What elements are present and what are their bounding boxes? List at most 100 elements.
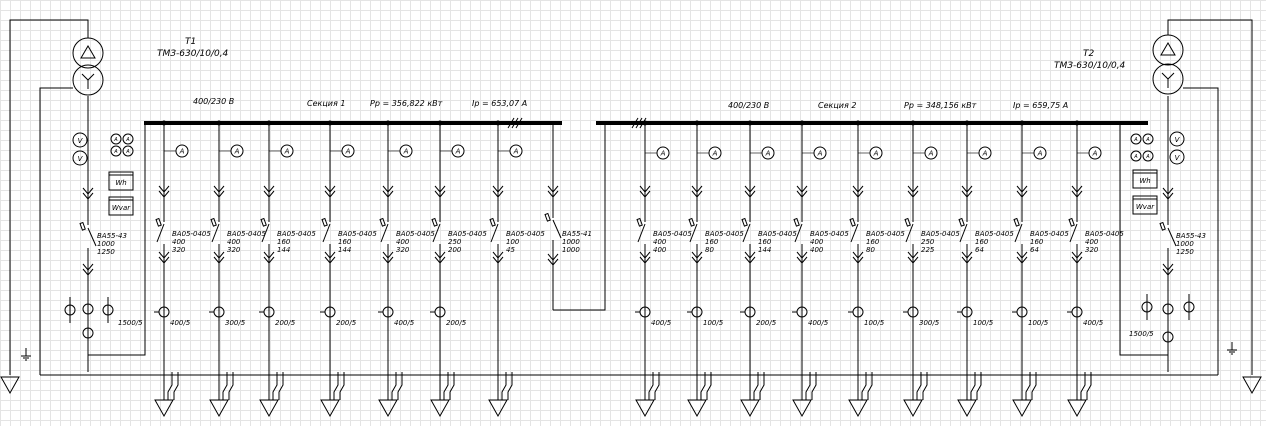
input-1: ВА55-43 1000 1250 1500/5 [64, 96, 146, 372]
breaker-label: 160 [975, 238, 989, 246]
ct-ratio: 100/5 [864, 319, 885, 327]
sectional-breaker-type: ВА55-41 [562, 230, 592, 238]
breaker-label: 400 [227, 238, 241, 246]
input-2-breaker-rating: 1000 [1176, 240, 1194, 248]
input-2-breaker-setting: 1250 [1176, 248, 1194, 256]
ammeter-label: A [1092, 150, 1098, 158]
svg-text:V: V [78, 137, 84, 145]
ct-ratio: 200/5 [336, 319, 357, 327]
breaker-label: ВА05-0405 [758, 230, 797, 238]
breaker-label: 100 [506, 238, 520, 246]
ammeter-label: A [234, 148, 240, 156]
ct-ratio: 100/5 [703, 319, 724, 327]
breaker-label: 160 [705, 238, 719, 246]
breaker-label: 144 [277, 246, 290, 254]
breaker-label: 64 [975, 246, 984, 254]
ground-symbol-left [0, 376, 20, 394]
ammeter-label: A [765, 150, 771, 158]
input-2: ВА55-43 1000 1250 1500/5 [1119, 96, 1206, 372]
input-1-breaker-type: ВА55-43 [97, 232, 127, 240]
section-1-name: Секция 1 [307, 99, 345, 108]
ammeter-label: A [179, 148, 185, 156]
section-2-header: 400/230 В Секция 2 Рр = 348,156 кВт Iр =… [728, 101, 1068, 110]
section-1-current: Iр = 653,07 А [472, 99, 527, 108]
breaker-label: 400 [1085, 238, 1099, 246]
ground-right [1226, 341, 1238, 355]
metering-panel-right: V V A A A A Wh Wvar [1130, 131, 1185, 215]
svg-text:A: A [125, 149, 130, 155]
breaker-label: ВА05-0405 [396, 230, 435, 238]
svg-text:A: A [1133, 137, 1138, 143]
section-1-header: 400/230 В Секция 1 Рр = 356,822 кВт Iр =… [193, 97, 527, 108]
breaker-label: 250 [448, 238, 462, 246]
svg-text:A: A [113, 137, 118, 143]
breaker-label: 400 [653, 246, 667, 254]
breaker-label: ВА05-0405 [448, 230, 487, 238]
breaker-label: 160 [338, 238, 352, 246]
input-1-breaker-setting: 1250 [97, 248, 115, 256]
breaker-label: ВА05-0405 [1030, 230, 1069, 238]
ammeter-label: A [660, 150, 666, 158]
breaker-label: 250 [921, 238, 935, 246]
breaker-label: 400 [172, 238, 186, 246]
svg-text:V: V [78, 155, 84, 163]
t1-model: ТМЗ-630/10/0,4 [157, 49, 229, 59]
breaker-label: ВА05-0405 [653, 230, 692, 238]
ct-ratio: 400/5 [170, 319, 191, 327]
breaker-label: ВА05-0405 [810, 230, 849, 238]
section-2-voltage: 400/230 В [728, 101, 769, 110]
svg-text:A: A [125, 137, 130, 143]
ammeter-label: A [513, 148, 519, 156]
breaker-label: 160 [1030, 238, 1044, 246]
breaker-label: 80 [866, 246, 875, 254]
breaker-label: 400 [653, 238, 667, 246]
breaker-label: ВА05-0405 [227, 230, 266, 238]
svg-text:Wh: Wh [1139, 177, 1150, 185]
breaker-label: 320 [172, 246, 186, 254]
ct-ratio: 400/5 [808, 319, 829, 327]
transformer-t1: Т1 ТМЗ-630/10/0,4 [72, 37, 229, 96]
breaker-label: 80 [705, 246, 714, 254]
breaker-label: ВА05-0405 [705, 230, 744, 238]
input-1-ct-ratio: 1500/5 [118, 319, 143, 327]
breaker-label: 225 [921, 246, 935, 254]
breaker-label: 45 [506, 246, 515, 254]
breaker-label: 320 [396, 246, 410, 254]
ct-ratio: 200/5 [446, 319, 467, 327]
ct-ratio: 400/5 [394, 319, 415, 327]
transformer-t2: Т2 ТМЗ-630/10/0,4 [1054, 34, 1184, 95]
breaker-label: 160 [866, 238, 880, 246]
breaker-label: ВА05-0405 [1085, 230, 1124, 238]
ammeter-label: A [817, 150, 823, 158]
svg-text:A: A [1145, 137, 1150, 143]
ammeter-label: A [1037, 150, 1043, 158]
breaker-label: 160 [758, 238, 772, 246]
svg-text:A: A [1133, 154, 1138, 160]
svg-text:Wvar: Wvar [1136, 203, 1155, 211]
section-1-power: Рр = 356,822 кВт [370, 99, 443, 108]
ammeter-label: A [982, 150, 988, 158]
t2-model: ТМЗ-630/10/0,4 [1054, 61, 1126, 71]
sectional-breaker: ВА55-41 1000 1000 [544, 123, 606, 311]
breaker-label: 400 [810, 238, 824, 246]
sectional-breaker-setting: 1000 [562, 246, 580, 254]
svg-text:Wvar: Wvar [112, 204, 131, 212]
ct-ratio: 400/5 [651, 319, 672, 327]
ammeter-label: A [345, 148, 351, 156]
t2-name: Т2 [1083, 49, 1094, 59]
breaker-label: ВА05-0405 [338, 230, 377, 238]
t1-name: Т1 [185, 37, 196, 47]
ground-symbol-right [1242, 376, 1262, 394]
